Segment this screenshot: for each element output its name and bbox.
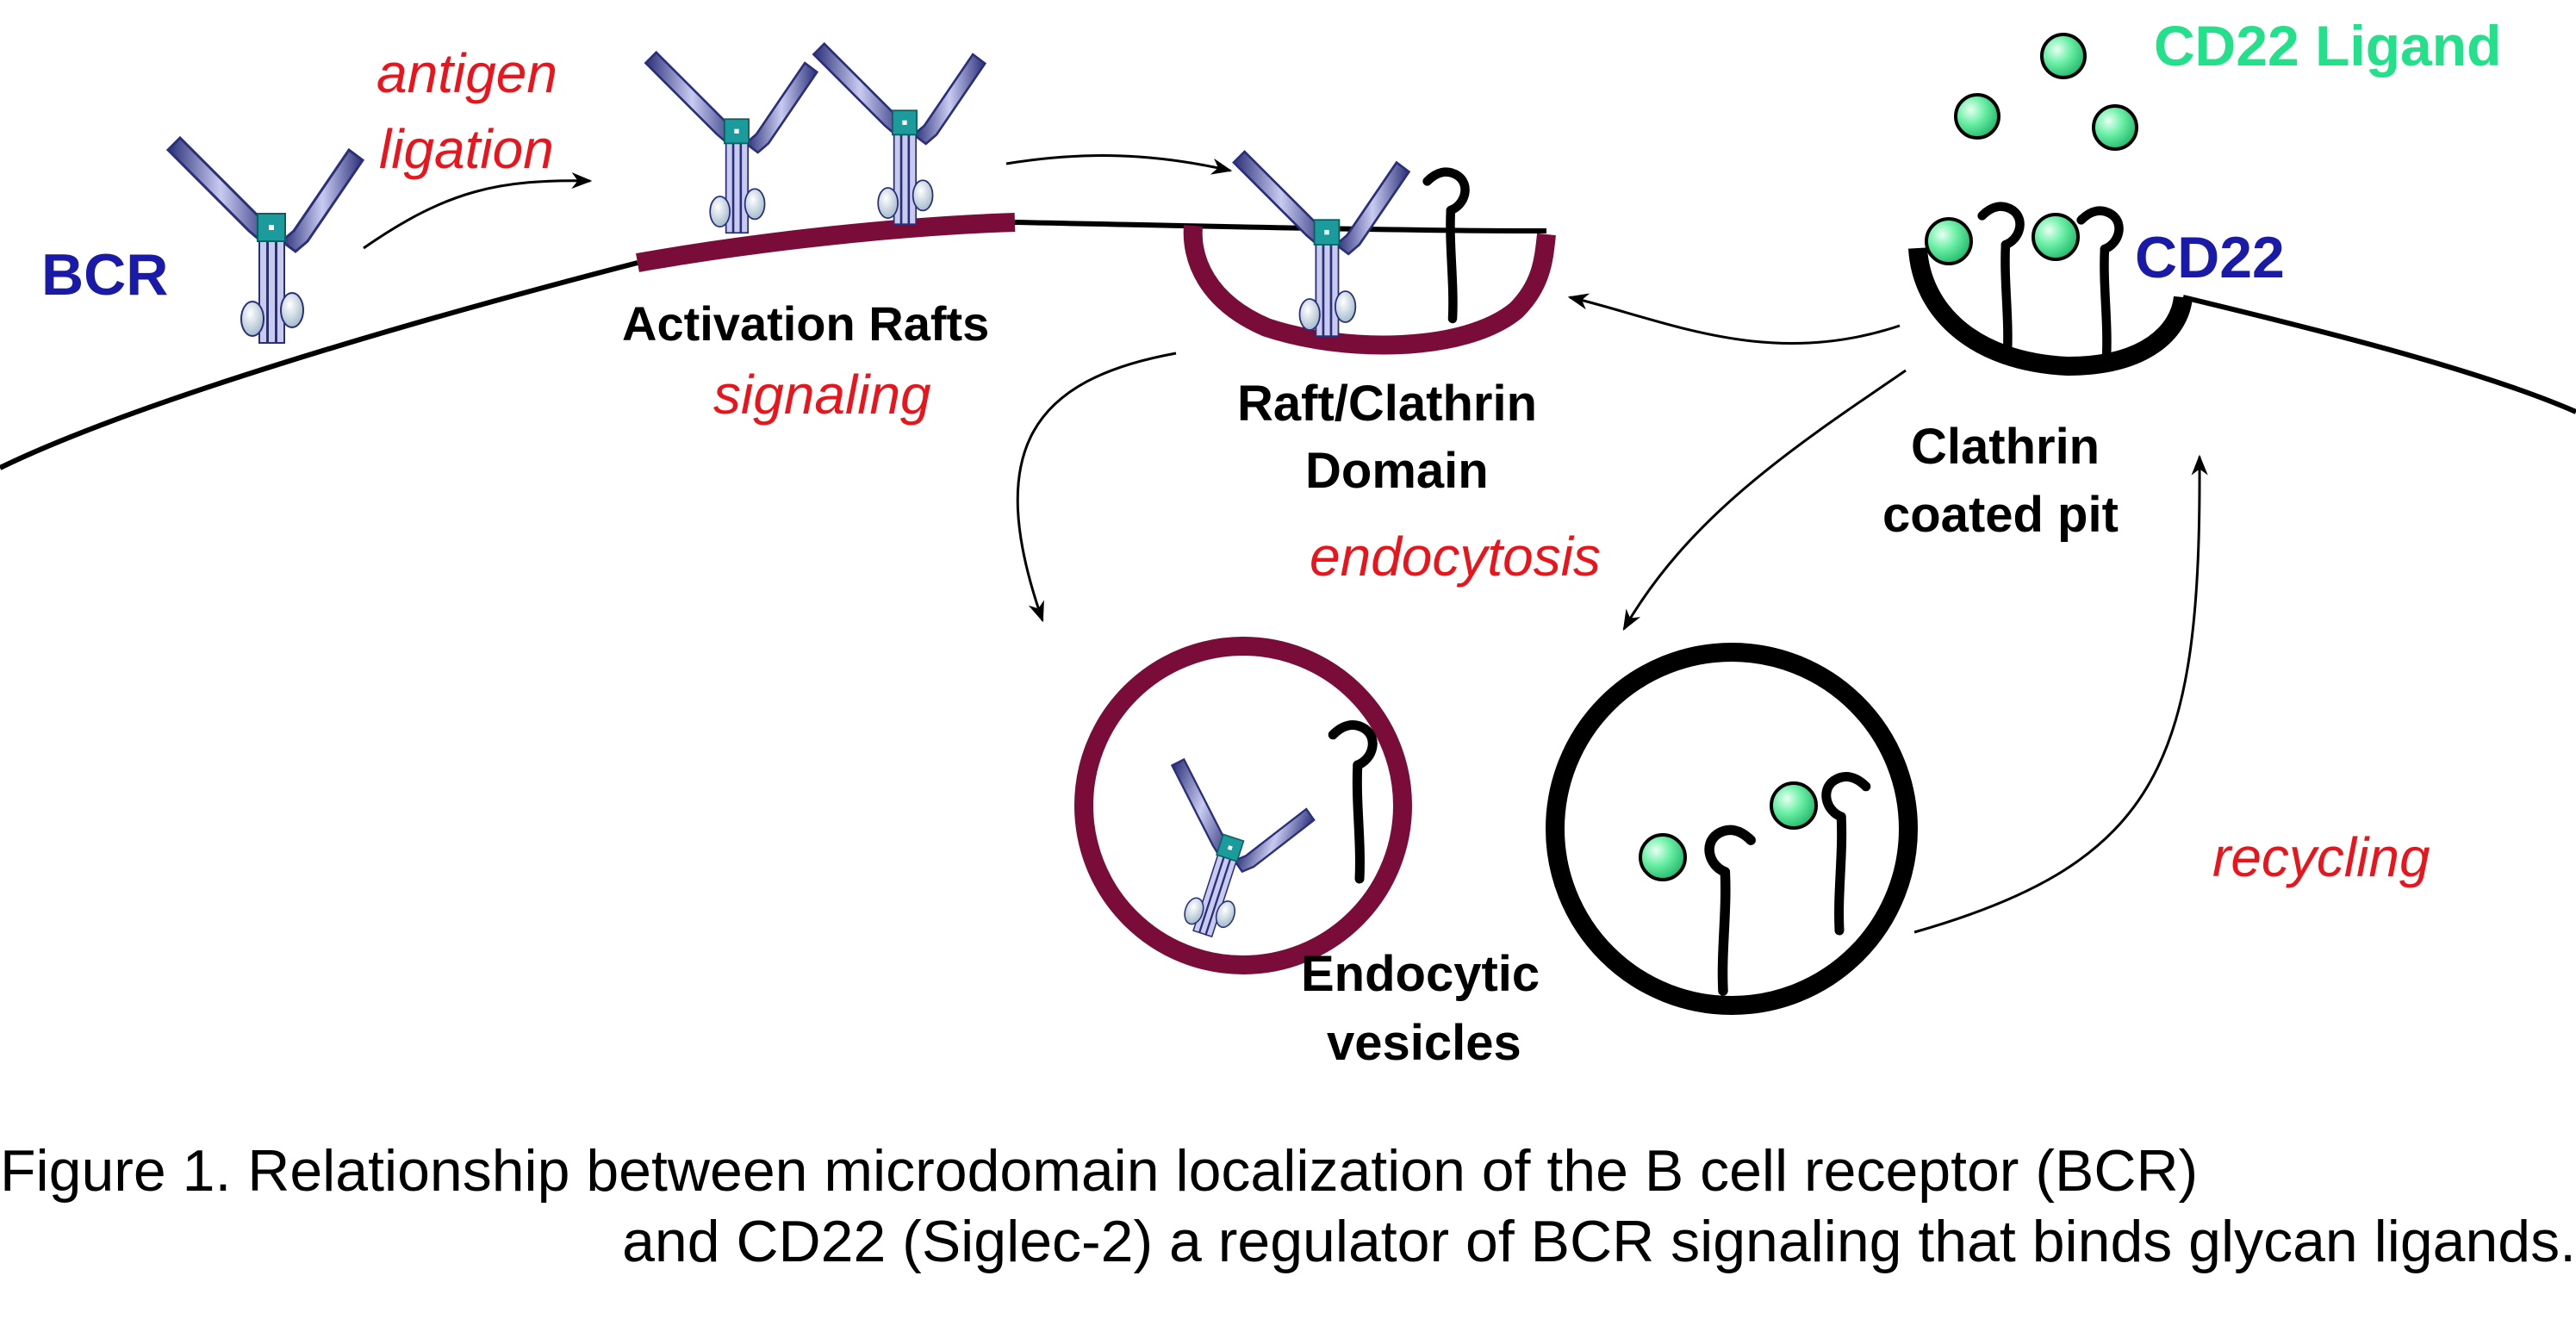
bcr-raft-2-icon [812,42,986,226]
bcr-domain-icon [1232,150,1410,338]
caption-line-2: and CD22 (Siglec-2) a regulator of BCR s… [622,1209,2576,1274]
ligand-free-2-icon [1954,93,2000,140]
cd22-vesicle-2-icon [1709,830,1751,991]
ligand-bound-pit-1-icon [1925,217,1973,265]
label-ligation: ligation [379,118,554,180]
cell-membrane-right [2182,295,2576,414]
ligand-vesicle-1-icon [1639,833,1687,881]
cd22-pit-2-icon [2081,211,2119,358]
arrow-recycling [1913,454,2208,934]
label-signaling: signaling [713,364,931,426]
label-recycling: recycling [2212,826,2430,888]
arrow-pit-to-domain [1567,293,1901,345]
label-endocytosis: endocytosis [1310,526,1601,588]
label-cd22: CD22 [2135,225,2285,290]
raft-endocytic-vesicle [1074,637,1412,974]
label-cd22-ligand: CD22 Ligand [2154,14,2501,78]
ligand-bound-pit-2-icon [2032,213,2080,261]
cell-membrane-mid [1014,220,1547,233]
label-activation-rafts: Activation Rafts [622,296,989,351]
raft-clathrin-pit [1183,225,1556,355]
caption-line-1: Figure 1. Relationship between microdoma… [0,1138,2199,1204]
bcr-raft-1-icon [644,51,818,234]
cd22-vesicle-1-icon [1333,725,1372,879]
label-bcr: BCR [41,242,168,308]
label-endocytic: Endocytic [1301,946,1540,1002]
ligand-vesicle-2-icon [1770,781,1818,830]
activation-raft-membrane [636,213,1016,272]
cd22-domain-icon [1428,172,1465,319]
label-raft-clathrin: Raft/Clathrin [1237,376,1537,432]
clathrin-endocytic-vesicle [1546,643,1918,1015]
label-antigen: antigen [376,42,557,104]
arrow-pit-endocytosis [1622,369,1907,632]
cell-membrane-left [0,260,638,470]
label-vesicles: vesicles [1327,1015,1521,1071]
label-coated-pit: coated pit [1882,487,2119,543]
label-clathrin: Clathrin [1911,419,2100,475]
cd22-pit-1-icon [1982,207,2020,353]
bcr-receptor-icon [166,136,364,345]
cd22-vesicle-3-icon [1826,777,1866,930]
bcr-vesicle-icon [1124,755,1321,957]
ligand-free-3-icon [2092,104,2138,151]
label-domain: Domain [1305,443,1489,499]
arrow-to-domain [1005,154,1233,175]
clathrin-coated-pit [1908,247,2193,377]
ligand-free-1-icon [2040,33,2087,79]
diagram: BCR antigen ligation Activation Rafts si… [0,14,2576,1071]
arrow-domain-endocytosis [1016,352,1177,623]
arrow-antigen-ligation [363,171,593,250]
